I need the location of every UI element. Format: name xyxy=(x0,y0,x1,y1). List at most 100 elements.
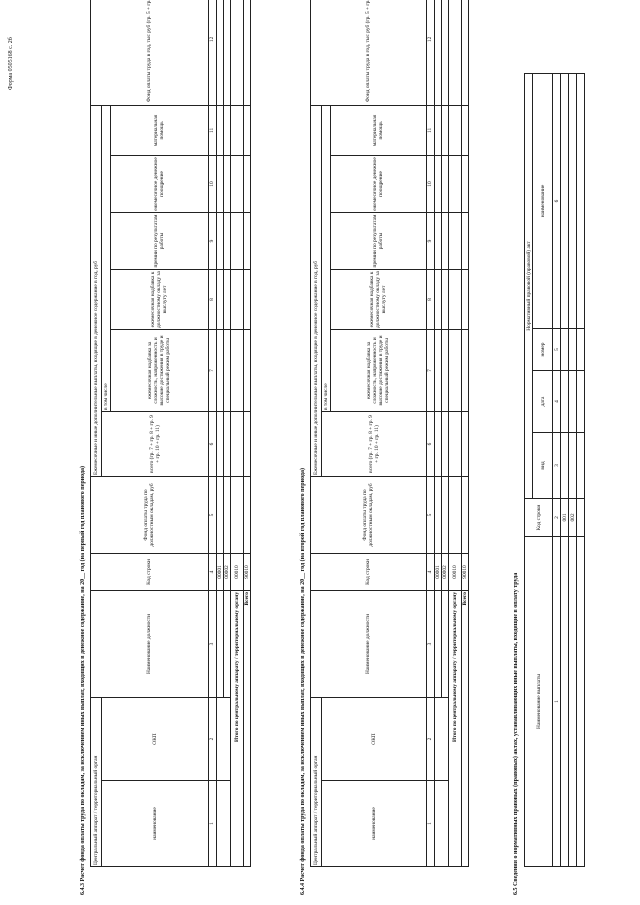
col-number-header: номер xyxy=(532,328,553,371)
col-11-header: материальная помощь xyxy=(110,105,209,156)
colnum-8: 8 xyxy=(426,269,435,330)
colnum-6: 6 xyxy=(208,411,217,477)
colnum-10: 10 xyxy=(426,155,435,213)
colnum-1: 1 xyxy=(426,780,435,867)
total-row: Итого по центральному аппарату / террито… xyxy=(448,0,462,867)
col-7-header: ежемесячная надбавка за сложность, напря… xyxy=(330,329,427,412)
table-row: 00001 xyxy=(434,0,449,867)
col-okp-header: ОКП xyxy=(321,697,427,781)
col-code-header: Код строки xyxy=(524,498,553,537)
col-annual-fund-header: Фонд оплаты труда в год, тыс руб (гр. 5 … xyxy=(310,0,427,106)
table-row: 002 xyxy=(568,73,577,867)
col-payment-name-header: Наименование выплаты xyxy=(524,536,553,867)
column-number-row: 1 2 3 4 5 6 7 8 9 10 11 12 xyxy=(426,0,435,867)
col-org-name-header: наименование xyxy=(101,780,209,867)
col-annual-fund-header: Фонд оплаты труда в год, тыс руб (гр. 5 … xyxy=(90,0,209,106)
colnum-4: 4 xyxy=(208,553,217,591)
col-position-header: Наименование должности xyxy=(90,590,209,698)
col-code-header: Код строки xyxy=(310,553,427,591)
colnum-12: 12 xyxy=(426,0,435,106)
colnum-11: 11 xyxy=(426,105,435,156)
col-in-that-label: в том числе xyxy=(101,105,111,412)
col-total-header: всего (гр. 7 + гр. 8 + гр. 9 + гр. 10 + … xyxy=(321,411,427,477)
col-position-header: Наименование должности xyxy=(310,590,427,698)
grand-total-code: 90010 xyxy=(243,553,251,591)
colnum-3: 3 xyxy=(552,432,561,499)
colnum-4: 4 xyxy=(426,553,435,591)
col-date-header: дата xyxy=(532,370,553,433)
grand-total-label: Всего xyxy=(461,590,469,867)
total-label: Итого по центральному аппарату / террито… xyxy=(448,590,462,867)
row-code: 00002 xyxy=(223,553,231,591)
colnum-6: 6 xyxy=(552,73,561,329)
col-total-header: всего (гр. 7 + гр. 8 + гр. 9 + гр. 10 + … xyxy=(101,411,209,477)
grand-total-label: Всего xyxy=(243,590,251,867)
colnum-7: 7 xyxy=(426,329,435,412)
colnum-2: 2 xyxy=(208,697,217,781)
colnum-1: 1 xyxy=(552,536,561,867)
col-type-header: вид xyxy=(532,432,553,499)
grand-total-row: Всего 90010 xyxy=(243,0,251,867)
col-org-group-header: Центральный аппарат / территориальный ор… xyxy=(90,697,102,867)
total-label: Итого по центральному аппарату / террито… xyxy=(230,590,244,867)
col-8-header: ежемесячная надбавка к должностному окла… xyxy=(110,269,209,330)
col-10-header: ежемесячное денежное поощрение xyxy=(330,155,427,213)
row-code: 002 xyxy=(568,498,577,537)
row-code: 00001 xyxy=(434,553,442,591)
section-643-table: Центральный аппарат / территориальный ор… xyxy=(90,0,251,867)
colnum-3: 3 xyxy=(208,590,217,698)
col-9-header: премии по результатам работы xyxy=(110,212,209,270)
grand-total-code: 90010 xyxy=(461,553,469,591)
colnum-5: 5 xyxy=(208,476,217,554)
col-11-header: материальная помощь xyxy=(330,105,427,156)
section-65-title: 6.5 Сведения о нормативных правовых (пра… xyxy=(513,572,519,895)
grand-total-row: Всего 90010 xyxy=(461,0,469,867)
total-code: 00010 xyxy=(448,553,462,591)
col-9-header: премии по результатам работы xyxy=(330,212,427,270)
col-name-header: наименование xyxy=(532,73,553,329)
total-code: 00010 xyxy=(230,553,244,591)
section-644-table: Центральный аппарат / территориальный ор… xyxy=(310,0,469,867)
row-code: 00001 xyxy=(216,553,224,591)
table-row: 001 xyxy=(560,73,569,867)
colnum-12: 12 xyxy=(208,0,217,106)
col-salary-fund-header: Фонд оплаты труда по должностным окладам… xyxy=(90,476,209,554)
colnum-9: 9 xyxy=(208,212,217,270)
colnum-3: 3 xyxy=(426,590,435,698)
colnum-11: 11 xyxy=(208,105,217,156)
section-65-table: Наименование выплаты Код строки Норматив… xyxy=(524,73,585,867)
row-code: 00002 xyxy=(441,553,449,591)
col-code-header: Код строки xyxy=(90,553,209,591)
colnum-1: 1 xyxy=(208,780,217,867)
colnum-2: 2 xyxy=(426,697,435,781)
colnum-10: 10 xyxy=(208,155,217,213)
colnum-2: 2 xyxy=(552,498,561,537)
col-10-header: ежемесячное денежное поощрение xyxy=(110,155,209,213)
colnum-5: 5 xyxy=(552,328,561,371)
col-org-group-header: Центральный аппарат / территориальный ор… xyxy=(310,697,322,867)
colnum-9: 9 xyxy=(426,212,435,270)
col-other-payments-group: Ежемесячные и иные дополнительные выплат… xyxy=(90,105,102,477)
column-number-row: 1 2 3 4 5 6 xyxy=(552,73,561,867)
table-row: 00001 xyxy=(216,0,231,867)
col-7-header: ежемесячная надбавка за сложность, напря… xyxy=(110,329,209,412)
col-in-that-label: в том числе xyxy=(321,105,331,412)
col-okp-header: ОКП xyxy=(101,697,209,781)
col-act-group-header: Нормативный правовой (правовой) акт xyxy=(524,73,533,499)
column-number-row: 1 2 3 4 5 6 7 8 9 10 11 12 xyxy=(208,0,217,867)
col-org-name-header: наименование xyxy=(321,780,427,867)
total-row: Итого по центральному аппарату / террито… xyxy=(230,0,244,867)
section-644-title: 6.4.4 Расчет фонда оплаты труда по оклад… xyxy=(300,468,306,895)
form-label: Форма 0505168 с. 2б xyxy=(8,37,14,90)
colnum-6: 6 xyxy=(426,411,435,477)
colnum-4: 4 xyxy=(552,370,561,433)
colnum-5: 5 xyxy=(426,476,435,554)
colnum-7: 7 xyxy=(208,329,217,412)
col-salary-fund-header: Фонд оплаты труда по должностным окладам… xyxy=(310,476,427,554)
row-code: 001 xyxy=(560,498,569,537)
col-other-payments-group: Ежемесячные и иные дополнительные выплат… xyxy=(310,105,322,477)
col-8-header: ежемесячная надбавка к должностному окла… xyxy=(330,269,427,330)
table-row xyxy=(576,73,585,867)
